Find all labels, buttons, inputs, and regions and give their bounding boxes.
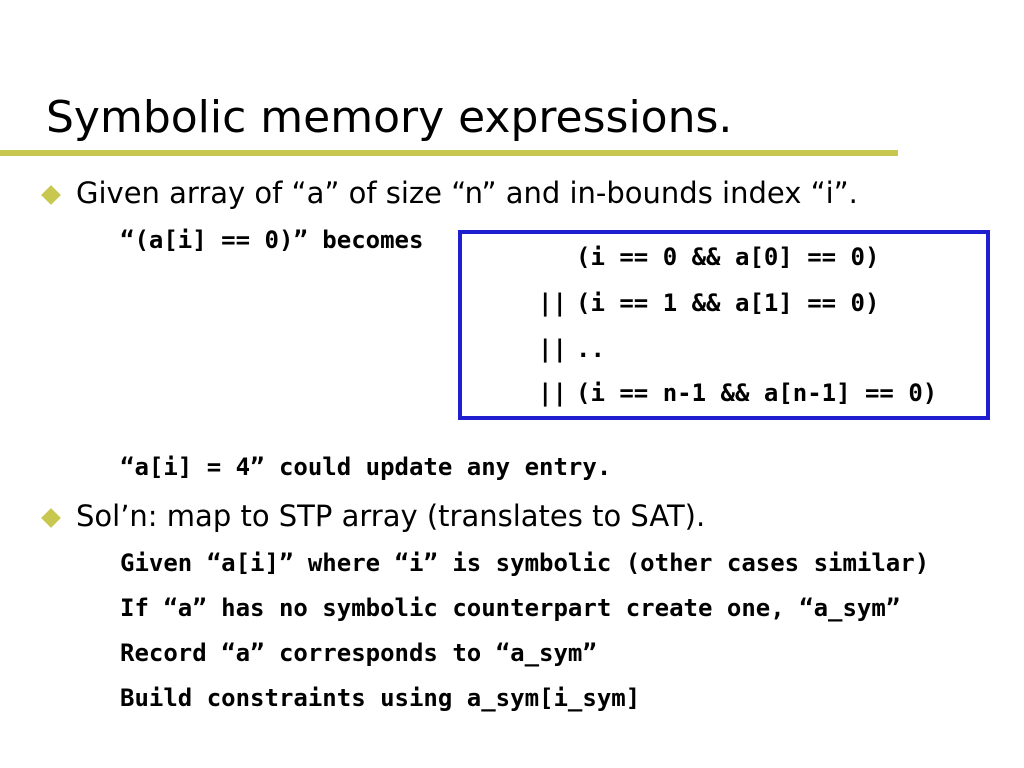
code-line-4-op: || (538, 379, 567, 407)
slide-title: Symbolic memory expressions. (46, 92, 733, 143)
code-line-4-expr: (i == n-1 && a[n-1] == 0) (576, 379, 938, 407)
title-underline (0, 150, 898, 156)
code-line-1-expr: (i == 0 && a[0] == 0) (576, 243, 880, 271)
bullet-1-text: Given array of “a” of size “n” and in-bo… (76, 176, 858, 210)
code-line-2-op: || (538, 289, 567, 317)
bullet-1-sub-1: “(a[i] == 0)” becomes (120, 226, 424, 254)
bullet-2-sub-1: Given “a[i]” where “i” is symbolic (othe… (120, 549, 930, 577)
expansion-code-box: (i == 0 && a[0] == 0) || (i == 1 && a[1]… (458, 230, 990, 420)
code-line-2-expr: (i == 1 && a[1] == 0) (576, 289, 880, 317)
bullet-1-sub-2: “a[i] = 4” could update any entry. (120, 453, 612, 481)
code-line-3-op: || (538, 335, 567, 363)
code-line-3-expr: .. (576, 335, 605, 363)
bullet-2-diamond-icon (41, 508, 61, 528)
bullet-2-sub-2: If “a” has no symbolic counterpart creat… (120, 594, 901, 622)
bullet-2-text: Sol’n: map to STP array (translates to S… (76, 499, 706, 533)
bullet-2-sub-3: Record “a” corresponds to “a_sym” (120, 639, 597, 667)
bullet-1-diamond-icon (41, 185, 61, 205)
bullet-2-sub-4: Build constraints using a_sym[i_sym] (120, 684, 641, 712)
